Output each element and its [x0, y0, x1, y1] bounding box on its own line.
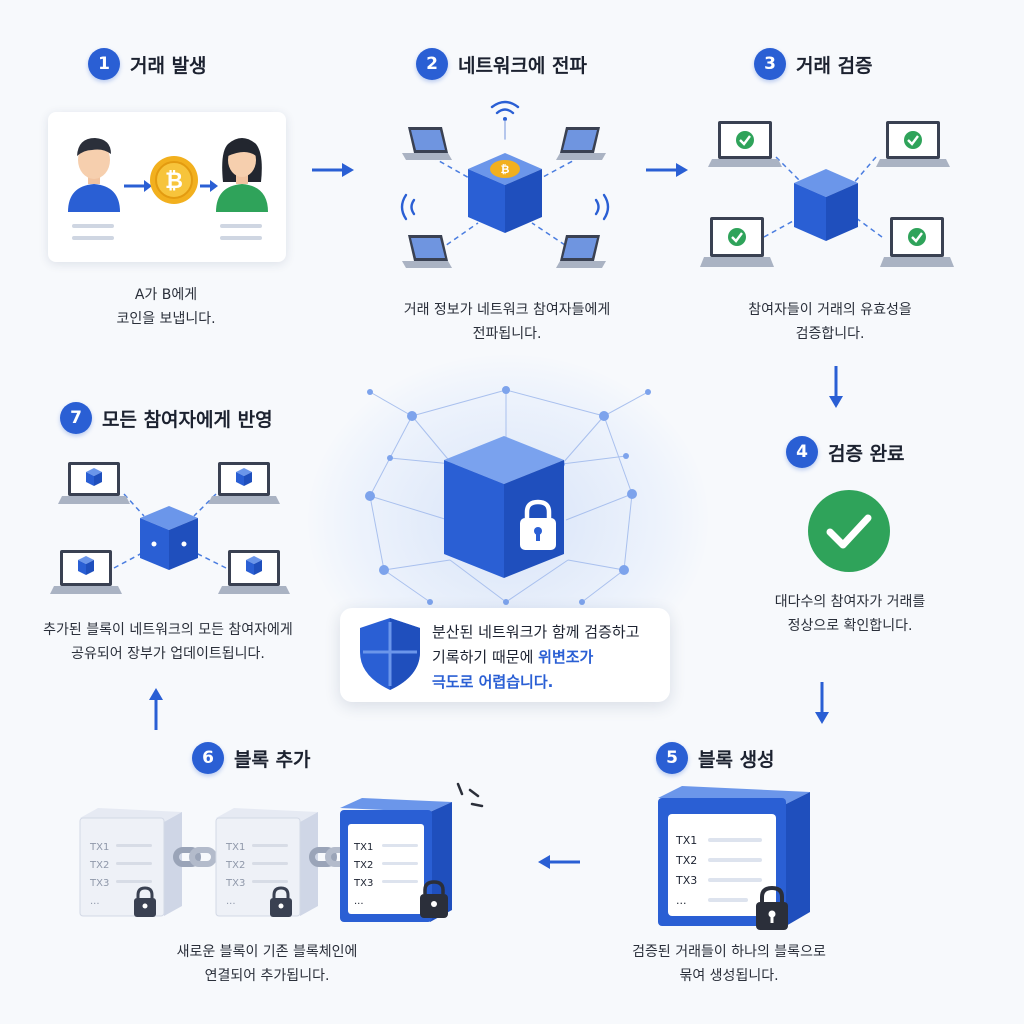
check-circle-icon — [808, 490, 890, 572]
arrow-down-1 — [829, 366, 843, 408]
tx-label: TX3 — [675, 874, 697, 887]
arrow-up-1 — [149, 688, 163, 730]
person-a-icon — [68, 138, 120, 212]
svg-text:TX3: TX3 — [225, 878, 245, 889]
svg-text:TX3: TX3 — [89, 878, 109, 889]
laptop-icon — [218, 550, 290, 594]
svg-text:TX2: TX2 — [353, 860, 373, 871]
step-7-desc: 추가된 블록이 네트워크의 모든 참여자에게 공유되어 장부가 업데이트됩니다. — [43, 622, 293, 662]
step-1-label: 거래 발생 — [130, 54, 207, 77]
step-4-number: 4 — [786, 436, 818, 468]
svg-text:...: ... — [90, 896, 100, 907]
svg-text:TX2: TX2 — [89, 860, 109, 871]
step-5-label: 블록 생성 — [698, 748, 775, 771]
shield-icon — [360, 618, 420, 690]
arrow-right-1 — [312, 163, 354, 177]
old-block: TX1 TX2 TX3 ... — [79, 808, 182, 917]
laptop-check-icon — [708, 121, 782, 167]
cube-icon — [140, 506, 198, 570]
laptop-icon — [556, 127, 606, 160]
step-1-number: 1 — [88, 48, 120, 80]
padlock-icon — [420, 880, 448, 918]
laptop-icon — [208, 462, 280, 504]
chain-link-icon — [173, 847, 217, 867]
svg-text:TX1: TX1 — [225, 842, 245, 853]
bitcoin-coin-icon: ₿ — [150, 156, 198, 204]
laptop-icon — [556, 235, 606, 268]
tx-label: ... — [676, 894, 687, 907]
info-text: 분산된 네트워크가 함께 검증하고 기록하기 때문에 위변조가 극도로 어렵습니… — [432, 623, 640, 691]
old-block: TX1 TX2 TX3 ... — [215, 808, 318, 917]
step-3-desc: 참여자들이 거래의 유효성을 검증합니다. — [748, 302, 912, 342]
ledger-sync-illustration — [50, 462, 290, 594]
padlock-icon — [134, 886, 156, 917]
svg-text:...: ... — [226, 896, 236, 907]
step-7-title: 7 모든 참여자에게 반영 — [60, 402, 273, 434]
verification-illustration — [700, 121, 954, 267]
step-6-number: 6 — [192, 742, 224, 774]
laptop-icon — [402, 235, 452, 268]
step-2-number: 2 — [416, 48, 448, 80]
step-3-label: 거래 검증 — [796, 54, 873, 77]
step-1-desc: A가 B에게 코인을 보냅니다. — [116, 287, 216, 327]
svg-text:TX3: TX3 — [353, 878, 373, 889]
step-3-number: 3 — [754, 48, 786, 80]
laptop-check-icon — [700, 217, 774, 267]
network-mesh-illustration — [365, 386, 651, 605]
laptop-check-icon — [880, 217, 954, 267]
person-b-icon — [216, 138, 268, 212]
cube-icon — [794, 169, 858, 241]
transaction-illustration: ₿ — [68, 138, 268, 240]
step-6-label: 블록 추가 — [234, 748, 311, 771]
svg-text:...: ... — [354, 896, 364, 907]
wifi-icon — [490, 100, 520, 140]
step-4-desc: 대다수의 참여자가 거래를 정상으로 확인합니다. — [774, 594, 926, 634]
step-5-number: 5 — [656, 742, 688, 774]
blockchain-illustration: TX1 TX2 TX3 ... TX1 TX2 TX3 ... — [79, 782, 484, 922]
svg-text:₿: ₿ — [501, 163, 510, 176]
arrow-right-2 — [646, 163, 688, 177]
step-4-label: 검증 완료 — [828, 442, 905, 465]
padlock-icon — [520, 499, 556, 550]
tx-label: TX1 — [675, 834, 697, 847]
new-block: TX1 TX2 TX3 ... — [340, 782, 484, 922]
svg-text:TX1: TX1 — [353, 842, 373, 853]
svg-text:TX2: TX2 — [225, 860, 245, 871]
laptop-icon — [58, 462, 130, 504]
step-3-title: 3 거래 검증 — [754, 48, 873, 80]
step-7-number: 7 — [60, 402, 92, 434]
laptop-icon — [402, 127, 452, 160]
svg-text:TX1: TX1 — [89, 842, 109, 853]
bitcoin-coin-icon: ₿ — [490, 160, 520, 178]
arrow-down-2 — [815, 682, 829, 724]
tx-label: TX2 — [675, 854, 697, 867]
padlock-icon — [270, 886, 292, 917]
step-2-title: 2 네트워크에 전파 — [416, 48, 587, 80]
step-6-title: 6 블록 추가 — [192, 742, 311, 774]
svg-text:₿: ₿ — [165, 169, 183, 194]
arrow-left-1 — [538, 855, 580, 869]
new-block-illustration: TX1 TX2 TX3 ... — [658, 786, 810, 930]
laptop-icon — [50, 550, 122, 594]
step-5-desc: 검증된 거래들이 하나의 블록으로 묶여 생성됩니다. — [632, 944, 826, 984]
step-7-label: 모든 참여자에게 반영 — [102, 408, 273, 431]
step-6-desc: 새로운 블록이 기존 블록체인에 연결되어 추가됩니다. — [176, 944, 358, 984]
laptop-check-icon — [876, 121, 950, 167]
step-5-title: 5 블록 생성 — [656, 742, 775, 774]
padlock-icon — [756, 885, 788, 930]
network-broadcast-illustration: ₿ — [400, 100, 610, 268]
step-2-desc: 거래 정보가 네트워크 참여자들에게 전파됩니다. — [403, 302, 611, 342]
step-2-label: 네트워크에 전파 — [458, 54, 587, 77]
step-4-title: 4 검증 완료 — [786, 436, 905, 468]
step-1-title: 1 거래 발생 — [88, 48, 207, 80]
